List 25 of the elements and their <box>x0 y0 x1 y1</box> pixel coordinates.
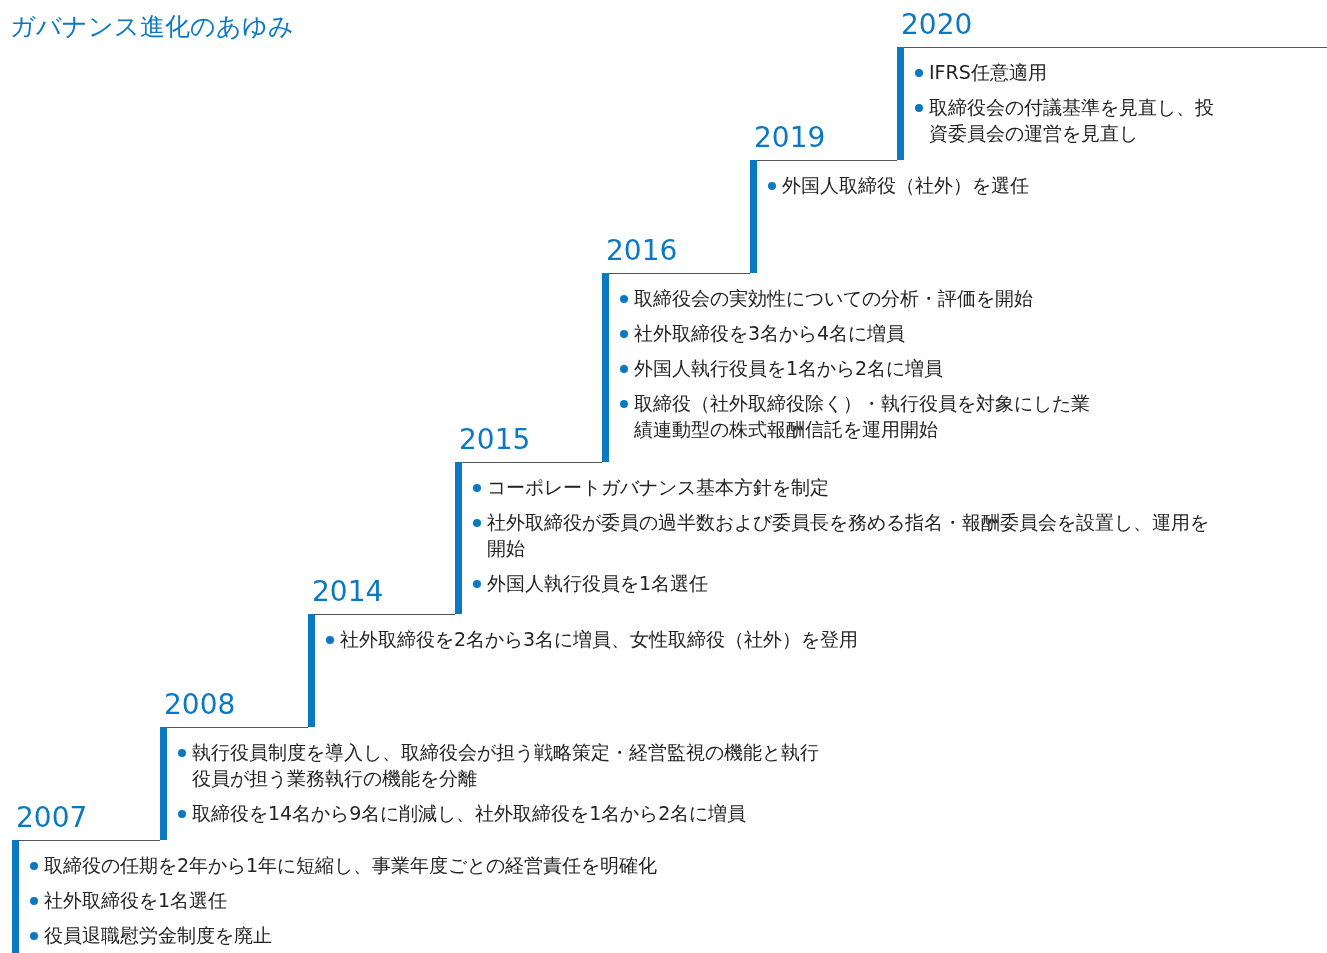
year-heading: 2016 <box>606 233 678 269</box>
bullet-item: 外国人執行役員を1名から2名に増員 <box>618 355 1108 381</box>
year-heading: 2015 <box>459 422 531 458</box>
bullet-item: 執行役員制度を導入し、取締役会が担う戦略策定・経営監視の機能と執行役員が担う業務執行の機能を分離 <box>176 739 836 791</box>
year-heading: 2020 <box>901 7 973 43</box>
bullet-item: 社外取締役を3名から4名に増員 <box>618 320 1108 346</box>
bullet-item: 取締役の任期を2年から1年に短縮し、事業年度ごとの経営責任を明確化 <box>28 852 768 878</box>
bullet-item: IFRS任意適用 <box>913 59 1225 85</box>
bullet-item: 外国人執行役員を1名選任 <box>471 570 1221 596</box>
bullet-item: コーポレートガバナンス基本方針を制定 <box>471 474 1221 500</box>
year-heading: 2007 <box>16 800 88 836</box>
bullet-item: 社外取締役が委員の過半数および委員長を務める指名・報酬委員会を設置し、運用を開始 <box>471 509 1221 561</box>
bullet-item: 取締役を14名から9名に削減し、社外取締役を1名から2名に増員 <box>176 800 836 826</box>
year-heading: 2008 <box>164 687 236 723</box>
bullet-item: 取締役会の実効性についての分析・評価を開始 <box>618 285 1108 311</box>
diagram-title: ガバナンス進化のあゆみ <box>10 11 294 43</box>
bullet-item: 取締役会の付議基準を見直し、投資委員会の運営を見直し <box>913 94 1225 146</box>
year-heading: 2019 <box>754 120 826 156</box>
bullet-item: 役員退職慰労金制度を廃止 <box>28 922 768 948</box>
bullet-item: 社外取締役を2名から3名に増員、女性取締役（社外）を登用 <box>324 626 964 652</box>
year-heading: 2014 <box>312 574 384 610</box>
bullet-item: 外国人取締役（社外）を選任 <box>766 172 1166 198</box>
timeline-step <box>897 47 1327 160</box>
bullet-item: 社外取締役を1名選任 <box>28 887 768 913</box>
bullet-item: 取締役（社外取締役除く）・執行役員を対象にした業績連動型の株式報酬信託を運用開始 <box>618 390 1108 442</box>
